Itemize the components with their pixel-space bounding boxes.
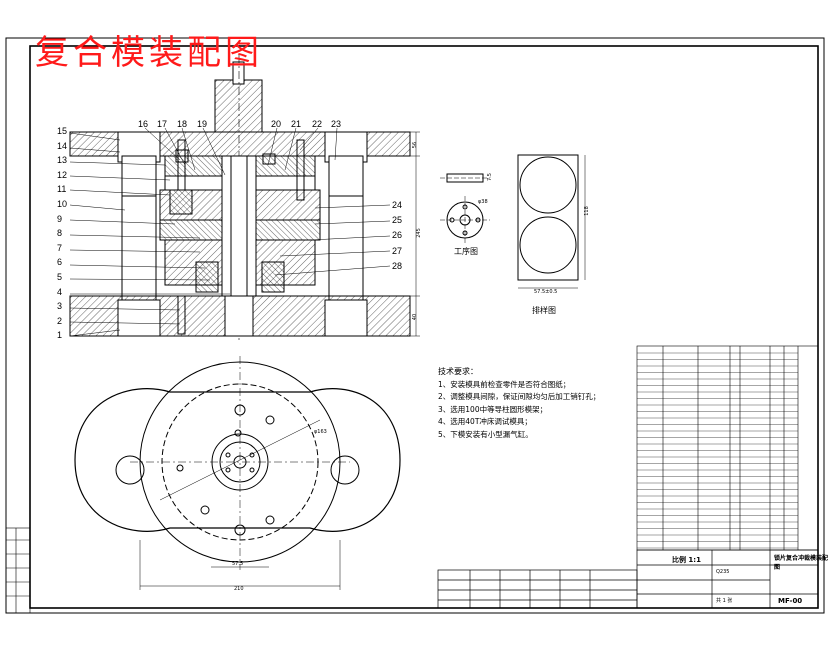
part-number-11: 11 [57,184,67,195]
drawing-title: 复合模装配图 [35,33,263,73]
workpiece-view [440,173,490,244]
parts-list-table [636,345,819,551]
part-number-27: 27 [392,245,403,256]
part-number-3: 3 [57,301,63,312]
title-block-drawing-no: MF-00 [778,597,803,605]
part-number-25: 25 [392,215,403,226]
outer-border [5,37,825,614]
dim-circle: φ163 [314,429,327,435]
part-number-10: 10 [57,199,68,209]
requirement-item: 2、调整模具间隙，保证间隙均匀后加工销钉孔； [438,392,601,402]
inner-frame [29,45,819,609]
section-view [69,55,420,340]
part-number-19: 19 [197,119,208,129]
plan-view [74,356,401,590]
title-block-material: Q235 [716,569,730,575]
part-number-23: 23 [331,119,342,129]
layout-caption: 排样图 [532,306,556,315]
dim-layout-width: 57.5±0.5 [534,289,558,295]
part-number-22: 22 [312,119,323,129]
dim-plan-width: 210 [234,586,244,592]
part-number-18: 18 [177,119,188,129]
part-number-5: 5 [57,272,63,282]
dim-layout-height: 118 [583,206,590,216]
part-number-9: 9 [57,213,63,224]
dim-side: 245 [415,228,422,238]
part-number-15: 15 [57,126,68,136]
requirement-item: 1、安装模具前检查零件是否符合图纸； [438,379,571,389]
workpiece-caption: 工序图 [454,247,478,256]
part-number-24: 24 [392,200,403,210]
title-block-sheet: 共 1 张 [716,598,733,604]
part-number-17: 17 [157,119,168,129]
title-block-scale: 比例 1:1 [672,556,701,564]
technical-requirements: 技术要求： 1、安装模具前检查零件是否符合图纸； 2、调整模具间隙，保证间隙均匀… [438,366,628,442]
requirements-heading: 技术要求： [438,367,478,376]
part-number-26: 26 [392,230,403,241]
part-number-13: 13 [57,155,68,166]
parts-list-rows [637,352,798,549]
dim-workpiece-d: φ38 [478,199,488,205]
part-number-1: 1 [57,330,63,341]
part-number-28: 28 [392,260,403,271]
dim-bottom-right: 40 [412,313,419,321]
title-block-name: 锁片复合冲裁模装配图 [774,555,829,571]
requirement-item: 4、选用40T冲床调试模具； [438,417,532,427]
requirement-item: 5、下模安装有小型漏气缸。 [438,429,533,439]
part-number-14: 14 [57,140,68,151]
title-block [437,549,819,609]
part-number-7: 7 [57,242,63,253]
part-number-8: 8 [57,228,63,239]
part-number-12: 12 [57,169,68,180]
part-number-2: 2 [57,315,63,326]
left-margin-strip [5,527,31,614]
dim-workpiece-h: 7.5 [486,173,493,181]
dim-top-right: 56 [412,141,419,149]
part-number-21: 21 [291,119,302,129]
dim-plan-inner: 57.5 [232,561,244,567]
strip-layout-view [517,154,586,289]
part-number-4: 4 [57,286,63,297]
requirement-item: 3、选用100中等导柱圆形模架； [438,404,548,414]
part-number-6: 6 [57,257,63,268]
part-number-16: 16 [138,119,149,129]
part-number-20: 20 [271,119,282,129]
